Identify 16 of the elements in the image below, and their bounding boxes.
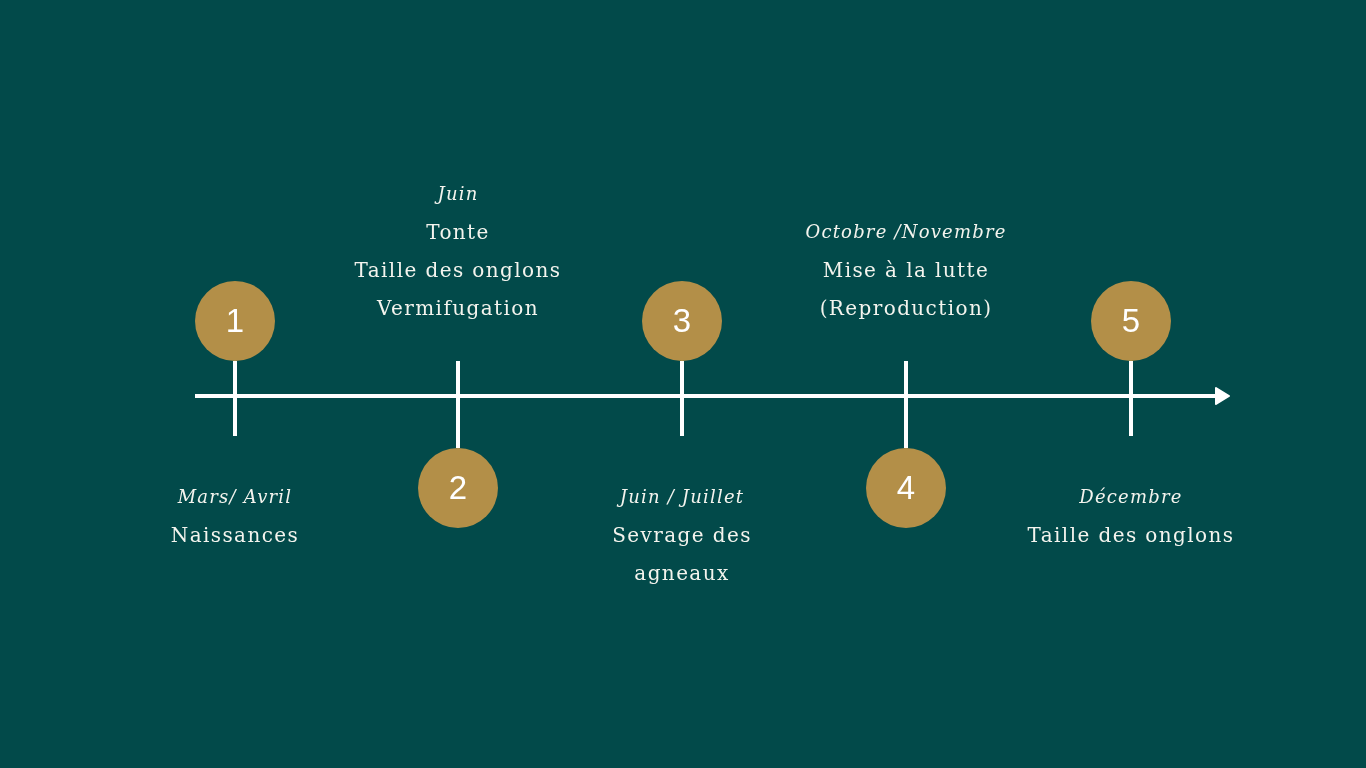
month-label: Mars/ Avril (177, 485, 293, 509)
step-number-circle: 4 (866, 448, 946, 528)
task-label: Tonte (426, 219, 490, 246)
task-label: Taille des onglons (354, 257, 562, 284)
task-label: Taille des onglons (1027, 522, 1235, 549)
step-number-circle: 1 (195, 281, 275, 361)
month-label: Octobre /Novembre (805, 220, 1007, 244)
task-label: Vermifugation (377, 295, 539, 322)
step-number-circle: 5 (1091, 281, 1171, 361)
month-label: Juin / Juillet (619, 485, 745, 509)
task-label: Naissances (170, 522, 300, 549)
task-label: Sevrage des agneaux (611, 522, 753, 587)
task-label: Mise à la lutte (Reproduction) (818, 257, 994, 322)
month-label: Décembre (1079, 485, 1183, 509)
step-number-circle: 2 (418, 448, 498, 528)
step-number-circle: 3 (642, 281, 722, 361)
